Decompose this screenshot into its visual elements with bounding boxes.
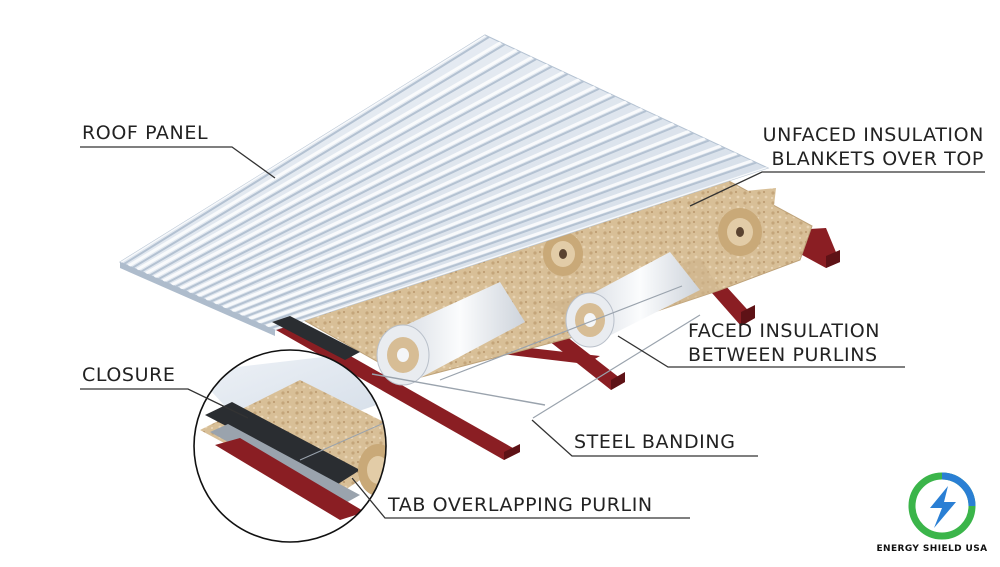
label-faced-insulation: FACED INSULATION BETWEEN PURLINS: [688, 319, 880, 367]
label-faced-line-2: BETWEEN PURLINS: [688, 344, 878, 366]
roof-rib-shadow: [209, 109, 647, 303]
roof-rib-highlight: [127, 41, 502, 268]
roof-rib-shadow: [235, 132, 694, 315]
roof-rib-shadow: [244, 139, 710, 318]
leader-unfaced: [689, 171, 985, 207]
faced-roll-left: [376, 282, 525, 386]
leader-banding: [531, 419, 758, 457]
label-faced-line-1: FACED INSULATION: [688, 320, 881, 342]
roof-rib-shadow: [201, 102, 631, 299]
leader-closure: [80, 388, 249, 419]
lightning-bolt-icon: [930, 486, 956, 528]
leader-roof-panel: [80, 146, 276, 179]
roof-rib-highlight: [120, 35, 486, 264]
label-unfaced-line-2: BLANKETS OVER TOP: [771, 148, 984, 170]
roof-rib-highlight: [274, 166, 768, 330]
roof-rib-shadow: [252, 146, 726, 322]
roof-rib-shadow: [270, 161, 757, 330]
faced-rolls: [376, 252, 700, 386]
label-unfaced-insulation: UNFACED INSULATION BLANKETS OVER TOP: [763, 123, 984, 171]
leader-faced: [617, 335, 905, 368]
roof-rib-highlight: [257, 151, 738, 324]
roof-rib-highlight: [231, 129, 690, 313]
brand-name: ENERGY SHIELD USA: [876, 544, 988, 554]
roof-rib-shadow: [132, 43, 506, 269]
roof-rib-shadow: [175, 80, 584, 288]
energy-shield-logo: [908, 472, 976, 540]
roof-rib-highlight: [240, 137, 706, 317]
roof-rib-highlight: [222, 122, 675, 309]
roof-rib-highlight: [179, 85, 596, 290]
roof-rib-highlight: [188, 92, 612, 294]
purlin-front: [262, 315, 520, 460]
leader-tab: [351, 477, 690, 519]
steel-banding: [371, 285, 701, 419]
roof-rib-highlight: [214, 114, 659, 305]
roof-rib-shadow: [149, 58, 537, 277]
roof-rib-highlight: [248, 144, 722, 321]
roof-rib-highlight: [170, 77, 581, 287]
roof-rib-shadow: [261, 154, 741, 326]
roof-rib-shadow: [183, 87, 600, 292]
leader-lines: [80, 146, 985, 519]
roof-rib-shadow: [166, 73, 569, 284]
closure-strip: [272, 316, 360, 360]
roof-rib-shadow: [157, 65, 553, 280]
roof-rib-shadow: [140, 50, 521, 273]
label-steel-banding: STEEL BANDING: [574, 431, 736, 453]
roof-rib-shadow: [123, 36, 490, 265]
label-tab-overlapping-purlin: TAB OVERLAPPING PURLIN: [388, 494, 653, 516]
roof-rib-highlight: [265, 159, 753, 328]
label-closure: CLOSURE: [82, 364, 176, 386]
unfaced-roll-right: [655, 188, 776, 256]
roof-rib-highlight: [205, 107, 643, 302]
roof-rib-highlight: [162, 70, 565, 283]
roof-rib-highlight: [196, 100, 628, 298]
roof-rib-shadow: [218, 117, 663, 307]
roof-rib-highlight: [145, 55, 533, 275]
label-unfaced-line-1: UNFACED INSULATION: [762, 124, 984, 146]
logo-ring-blue: [941, 472, 976, 507]
roof-rib-shadow: [226, 124, 679, 311]
roof-rib-highlight: [136, 48, 518, 271]
roof-rib-highlight: [153, 63, 549, 279]
label-roof-panel: ROOF PANEL: [82, 122, 209, 144]
roof-rib-shadow: [192, 95, 616, 296]
